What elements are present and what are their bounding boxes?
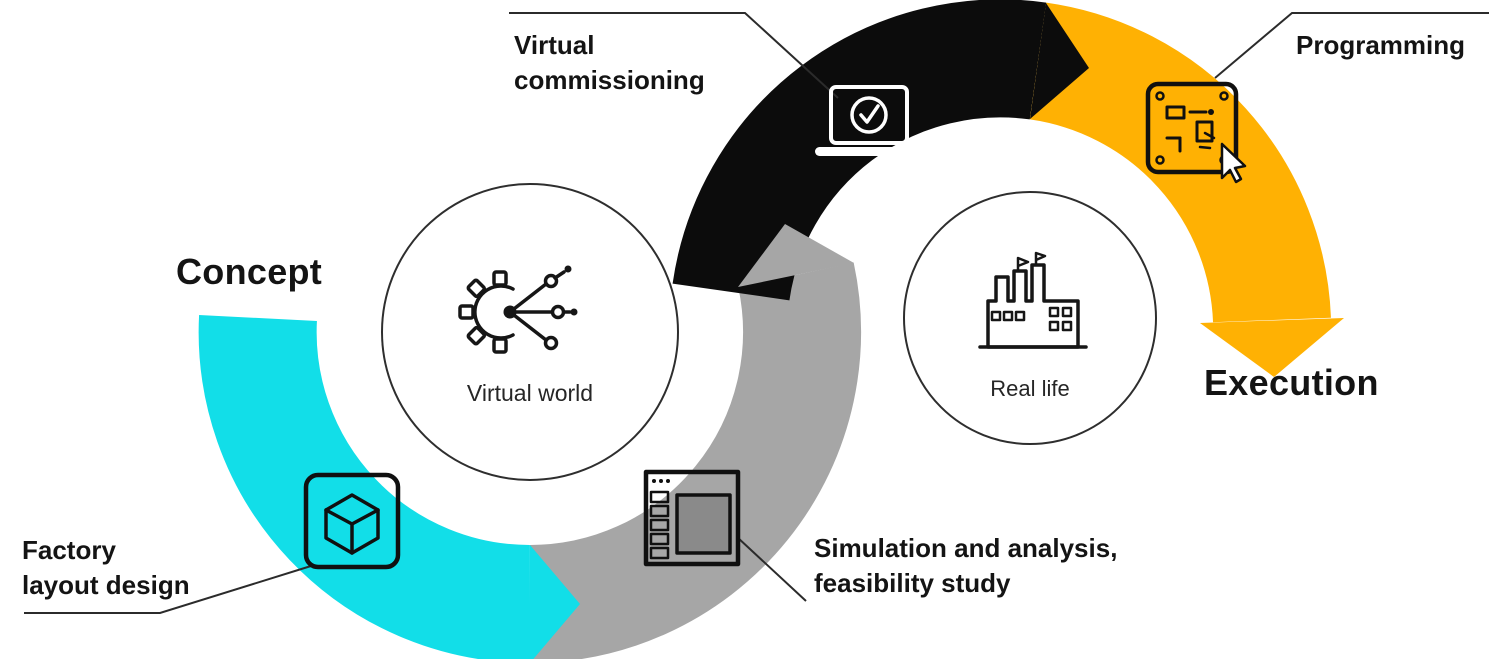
label-line-2: layout design xyxy=(22,570,190,600)
simulation-arc-segment xyxy=(528,262,862,659)
virtual-commissioning-callout-line xyxy=(509,12,839,99)
programming-callout-line xyxy=(1214,12,1489,79)
commissioning-arc-segment xyxy=(672,0,1047,302)
virtual-world-circle xyxy=(381,183,679,481)
circuit-board-cursor-icon xyxy=(1145,81,1247,184)
simulation-callout-line xyxy=(736,536,807,602)
concept-phase-label: Concept xyxy=(176,251,323,292)
real-life-label: Real life xyxy=(990,376,1070,401)
virtual-world-label: Virtual world xyxy=(466,380,594,406)
browser-panels-icon xyxy=(643,469,741,567)
factory-layout-callout-line xyxy=(24,565,312,614)
label-line-1: Virtual xyxy=(514,30,595,60)
commissioning-chevron-icon xyxy=(1030,3,1089,119)
label-line-2: feasibility study xyxy=(814,568,1011,598)
factory-icon xyxy=(978,251,1088,349)
gear-network-icon xyxy=(458,265,578,354)
cube-3d-viewport-icon xyxy=(303,472,401,570)
execution-phase-label: Execution xyxy=(1204,362,1379,403)
label-line-1: Programming xyxy=(1296,30,1466,60)
simulation-chevron-icon xyxy=(738,224,854,287)
programming-label: Programming xyxy=(1296,28,1465,63)
factory-layout-label: Factory layout design xyxy=(22,533,190,603)
real-life-circle xyxy=(903,191,1157,445)
simulation-label: Simulation and analysis, feasibility stu… xyxy=(814,531,1117,601)
execution-arrowhead-icon xyxy=(1200,318,1344,377)
laptop-checkmark-icon xyxy=(815,85,923,156)
label-line-1: Simulation and analysis, xyxy=(814,533,1118,563)
concept-chevron-icon xyxy=(530,545,580,659)
label-line-1: Factory xyxy=(22,535,116,565)
label-line-2: commissioning xyxy=(514,65,705,95)
concept-arc-segment xyxy=(198,315,531,659)
virtual-commissioning-label: Virtual commissioning xyxy=(514,28,705,98)
